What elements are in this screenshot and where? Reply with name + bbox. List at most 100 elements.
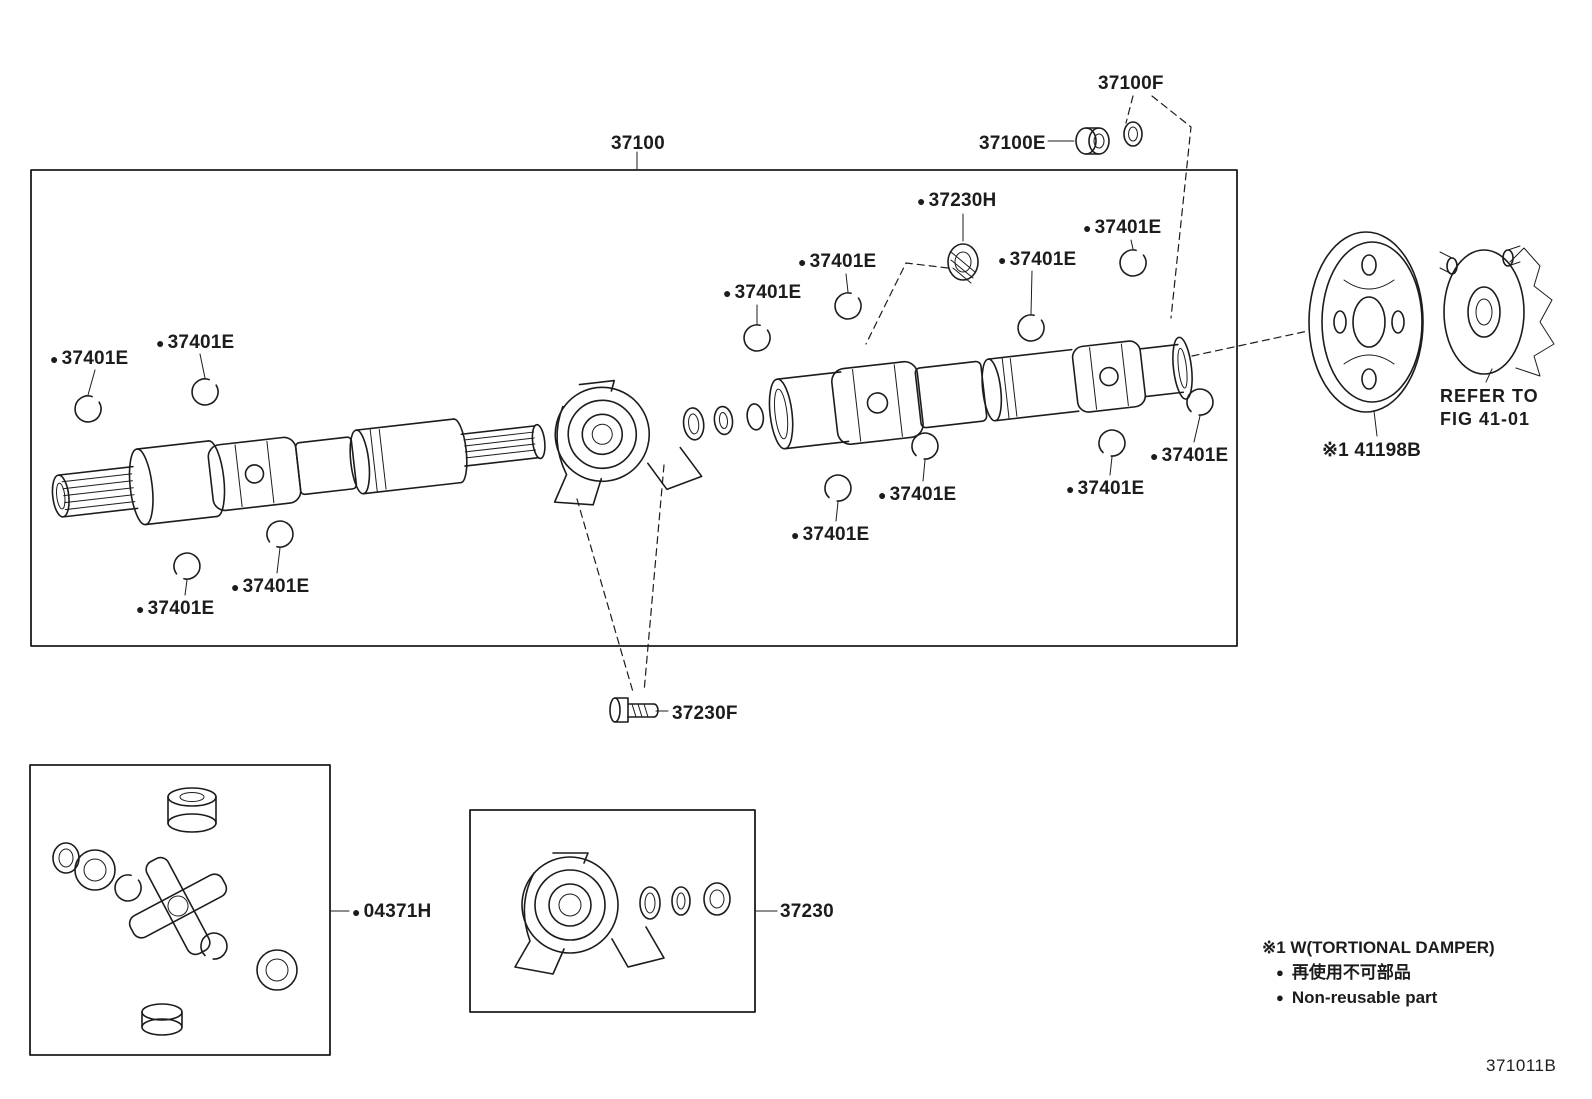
snap-ring-icon xyxy=(738,319,776,357)
part-label-37401E-12: ● 37401E xyxy=(136,597,214,621)
non-reusable-bullet-icon: ● xyxy=(798,254,807,270)
refer-note-line2: FIG 41-01 xyxy=(1440,409,1531,429)
legend-nonreusable-jp-text: 再使用不可部品 xyxy=(1291,963,1411,982)
front-shaft-sleeve xyxy=(349,418,468,495)
rear-universal-joint xyxy=(1071,340,1147,413)
part-number: 37401E xyxy=(1094,217,1162,238)
drawing-number: 371011B xyxy=(1486,1056,1557,1075)
rear-shaft-slip-yoke xyxy=(768,360,924,450)
bolt-37230f-drawing xyxy=(609,697,659,723)
snap-ring-icon xyxy=(829,287,867,325)
washer-37100f-drawing xyxy=(1123,121,1143,147)
part-label-37230: 37230 xyxy=(780,900,834,924)
non-reusable-bullet-icon: ● xyxy=(878,487,887,503)
legend-note1-text: ※1 W(TORTIONAL DAMPER) xyxy=(1262,938,1495,957)
part-label-37100: 37100 xyxy=(611,132,665,156)
companion-flange-drawing xyxy=(1439,245,1555,377)
non-reusable-bullet-icon: ● xyxy=(723,285,732,301)
front-spline-stub xyxy=(51,465,139,518)
part-number: 37401E xyxy=(734,282,802,303)
part-number: 37401E xyxy=(1009,249,1077,270)
front-shaft-tube xyxy=(294,436,358,496)
non-reusable-bullet-icon: ● xyxy=(1276,990,1284,1005)
snap-ring-icon xyxy=(1114,244,1152,282)
part-label-37230H: ● 37230H xyxy=(917,189,996,213)
part-number: 37401E xyxy=(61,348,129,369)
legend-nonreusable-en: ● Non-reusable part xyxy=(1262,985,1495,1010)
part-number: 37401E xyxy=(1077,478,1145,499)
part-label-41198B: ※1 41198B xyxy=(1322,439,1421,463)
non-reusable-bullet-icon: ● xyxy=(917,193,926,209)
snap-ring-icon xyxy=(109,869,147,907)
part-label-04371H: ● 04371H xyxy=(352,900,431,924)
torsional-damper-drawing xyxy=(1308,231,1424,413)
rear-shaft-sleeve xyxy=(981,348,1080,422)
snap-ring-icon xyxy=(261,515,299,553)
center-support-kit-box xyxy=(469,809,756,1013)
center-bearing-support-drawing xyxy=(553,379,703,506)
part-number: 04371H xyxy=(363,901,432,922)
part-label-37401E-9: ● 37401E xyxy=(878,483,956,507)
snap-ring-icon xyxy=(1012,309,1050,347)
snap-ring-icon xyxy=(186,373,224,411)
legend-note1: ※1 W(TORTIONAL DAMPER) xyxy=(1262,935,1495,960)
non-reusable-bullet-icon: ● xyxy=(352,904,361,920)
legend-nonreusable-en-text: Non-reusable part xyxy=(1291,988,1438,1007)
slip-joint-rings xyxy=(682,403,765,441)
non-reusable-bullet-icon: ● xyxy=(136,601,145,617)
part-label-37401E-1: ● 37401E xyxy=(1083,216,1161,240)
snap-ring-icon xyxy=(168,547,206,585)
part-number: 37230F xyxy=(672,703,738,724)
front-universal-joint xyxy=(207,436,302,512)
non-reusable-bullet-icon: ● xyxy=(156,335,165,351)
part-number: 37401E xyxy=(242,576,310,597)
non-reusable-bullet-icon: ● xyxy=(231,579,240,595)
spider-cross xyxy=(128,856,228,956)
part-label-37100F: 37100F xyxy=(1098,72,1164,96)
center-support-kit-drawing xyxy=(514,852,731,975)
leader-lines xyxy=(87,140,1493,912)
snap-ring-icon xyxy=(818,468,858,508)
rear-shaft-tube xyxy=(914,360,988,429)
nut-37100e-drawing xyxy=(1075,127,1110,155)
bushing-37230h-drawing xyxy=(947,243,979,284)
part-label-37401E-8: ● 37401E xyxy=(1066,477,1144,501)
front-dust-cap xyxy=(128,440,226,526)
snap-ring-icon xyxy=(1092,423,1132,463)
part-label-37401E-5: ● 37401E xyxy=(156,331,234,355)
snap-ring-icon xyxy=(69,390,107,428)
part-label-37401E-4: ● 37401E xyxy=(723,281,801,305)
part-label-37401E-3: ● 37401E xyxy=(998,248,1076,272)
non-reusable-bullet-icon: ● xyxy=(1083,220,1092,236)
legend: ※1 W(TORTIONAL DAMPER) ● 再使用不可部品 ● Non-r… xyxy=(1262,935,1495,1010)
part-label-37100E: 37100E xyxy=(979,132,1046,156)
legend-nonreusable-jp: ● 再使用不可部品 xyxy=(1262,960,1495,985)
main-assembly-box xyxy=(30,169,1238,647)
part-label-37230F: 37230F xyxy=(672,702,738,726)
part-number: 37401E xyxy=(1161,445,1229,466)
cutaway-edge xyxy=(1509,247,1555,377)
refer-note: REFER TO FIG 41-01 xyxy=(1440,385,1539,431)
refer-note-line1: REFER TO xyxy=(1440,386,1539,406)
spider-kit-box xyxy=(29,764,331,1056)
snap-ring-icon xyxy=(1180,382,1220,422)
center-spline-shaft xyxy=(460,423,546,467)
part-number: 37401E xyxy=(147,598,215,619)
part-label-37401E-2: ● 37401E xyxy=(798,250,876,274)
non-reusable-bullet-icon: ● xyxy=(1150,448,1159,464)
dashed-leader-lines xyxy=(576,95,1309,693)
non-reusable-bullet-icon: ● xyxy=(998,252,1007,268)
part-label-37401E-11: ● 37401E xyxy=(231,575,309,599)
part-number: 37230 xyxy=(780,901,834,922)
part-label-37401E-10: ● 37401E xyxy=(791,523,869,547)
part-number: 37100 xyxy=(611,133,665,154)
snap-ring-icon xyxy=(905,426,945,466)
part-label-37401E-7: ● 37401E xyxy=(1150,444,1228,468)
part-number: 37100F xyxy=(1098,73,1164,94)
part-number: 37401E xyxy=(809,251,877,272)
non-reusable-bullet-icon: ● xyxy=(1066,481,1075,497)
part-number: 37230H xyxy=(928,190,997,211)
non-reusable-bullet-icon: ● xyxy=(1276,965,1284,980)
propeller-shaft-assembly-drawing xyxy=(51,336,1193,526)
